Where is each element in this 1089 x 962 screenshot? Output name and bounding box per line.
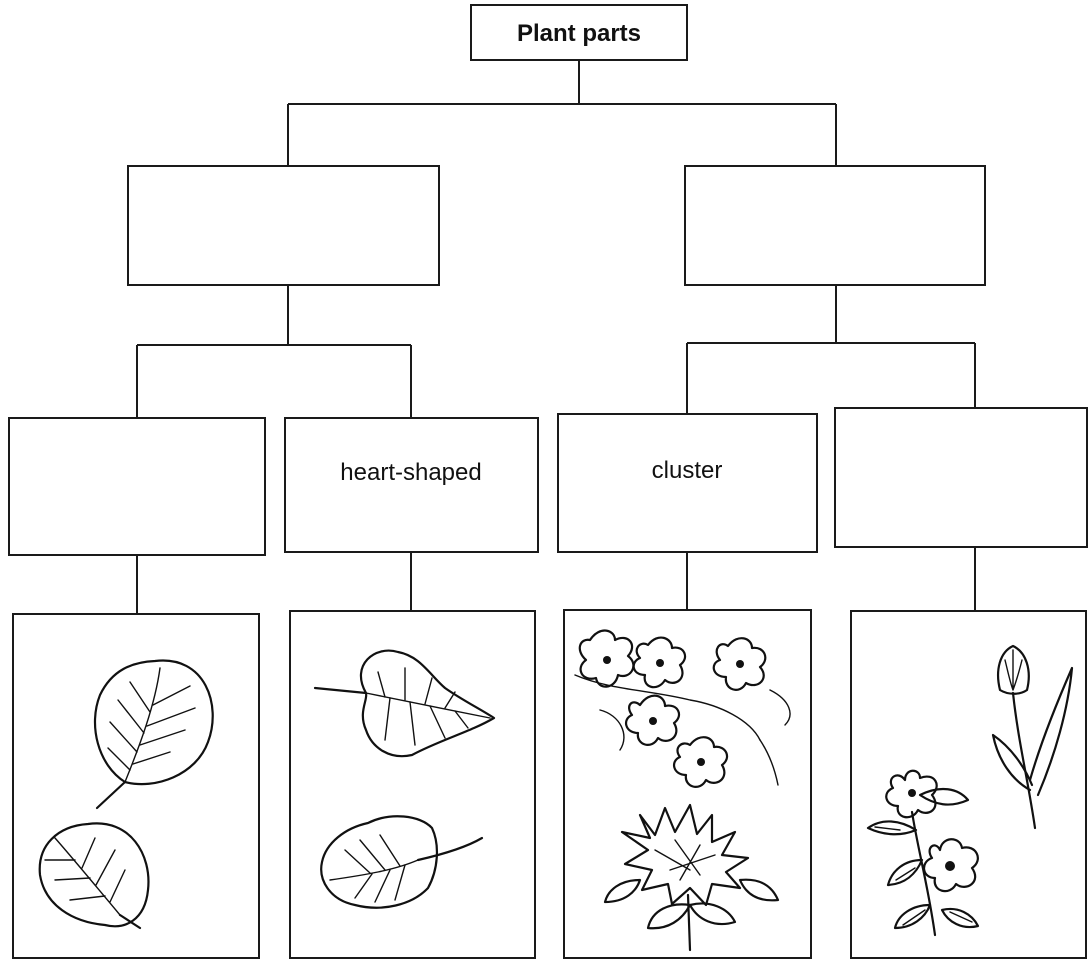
root-node: Plant parts (471, 5, 687, 60)
level2-node-1 (9, 418, 265, 555)
root-label: Plant parts (517, 20, 641, 47)
level1-node-right (685, 166, 985, 285)
level2-node-4 (835, 408, 1087, 547)
picture-box-4 (851, 611, 1086, 958)
level1-node-left (128, 166, 439, 285)
level2-3-label: cluster (652, 457, 723, 484)
connector-level1-left-to-level2 (137, 285, 411, 418)
connector-level1-right-to-level2 (687, 285, 975, 414)
level2-node-2: heart-shaped (285, 418, 538, 552)
level2-2-label: heart-shaped (340, 459, 481, 486)
picture-box-1 (13, 614, 259, 958)
level2-node-3: cluster (558, 414, 817, 552)
connector-root-to-level1 (288, 60, 836, 166)
picture-box-2 (290, 611, 535, 958)
connector-level2-to-pictures (137, 547, 975, 614)
